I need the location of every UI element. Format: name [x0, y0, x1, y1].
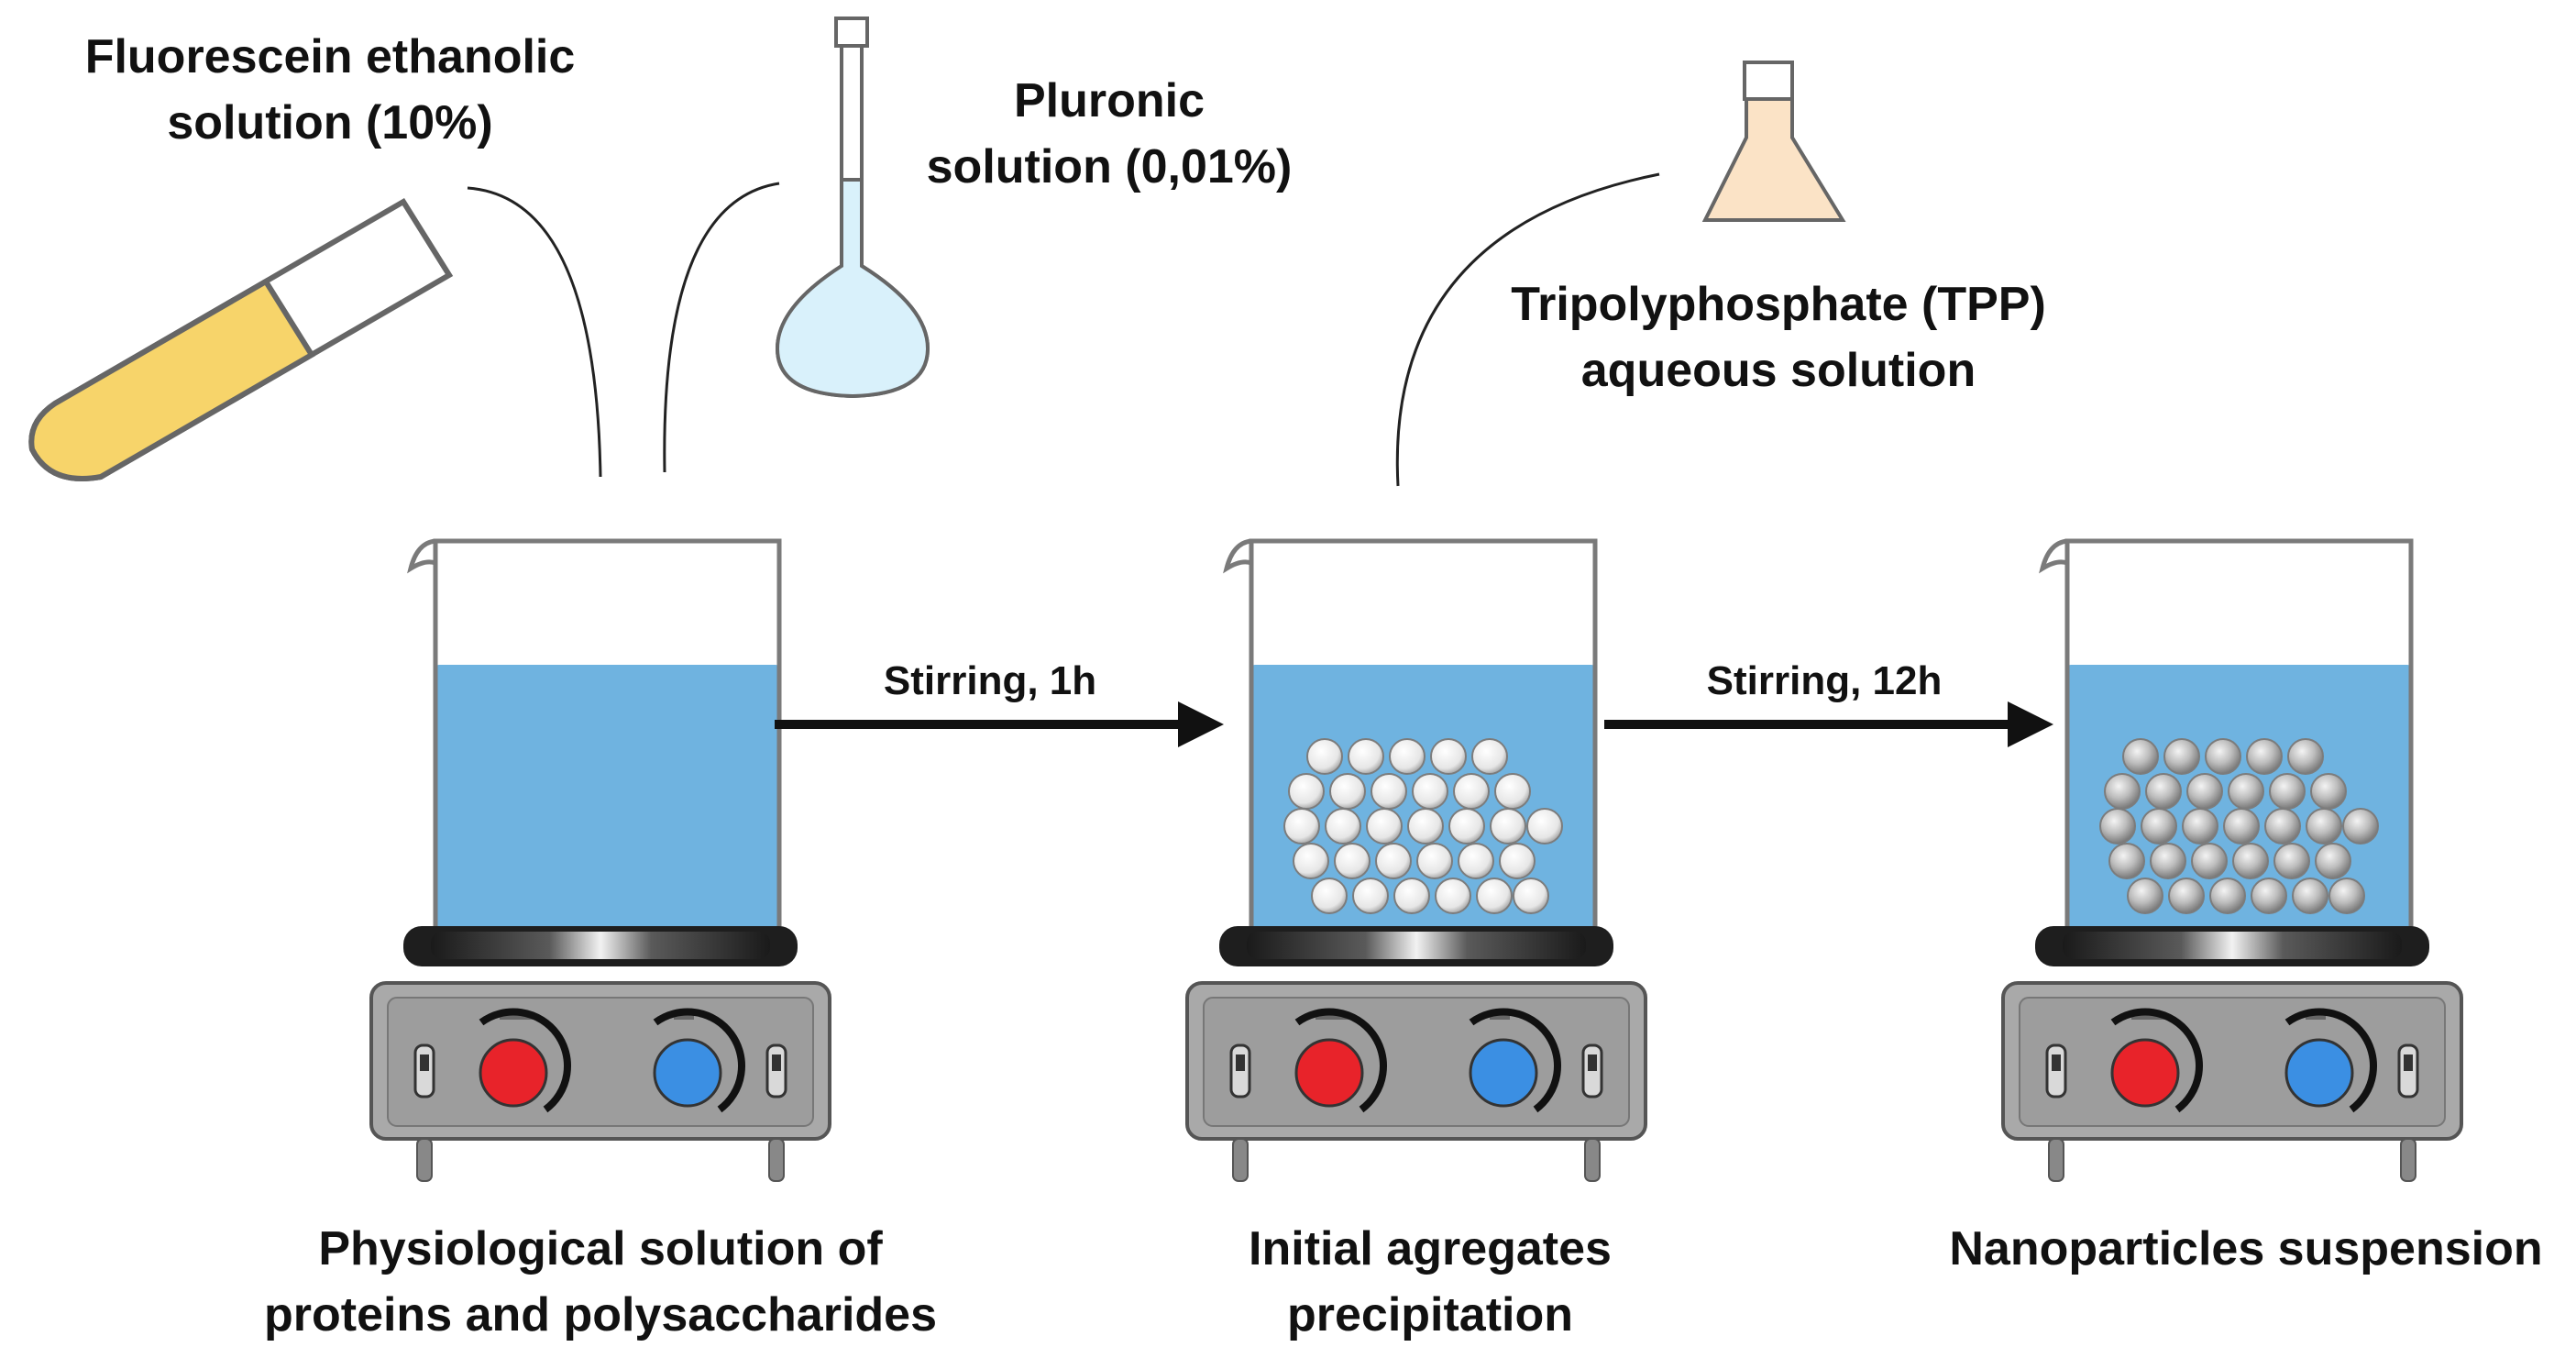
particle	[1306, 738, 1343, 775]
particle	[1393, 878, 1430, 914]
particle	[2209, 878, 2246, 914]
volumetric-flask-pluronic	[775, 17, 930, 399]
erlenmeyer-flask-tpp	[1701, 61, 1846, 222]
particle	[2104, 773, 2141, 810]
particle	[1371, 773, 1407, 810]
particle	[1352, 878, 1389, 914]
particle	[1412, 773, 1448, 810]
aggregate-particles	[1283, 738, 1563, 914]
tpp-curve	[1395, 172, 1660, 487]
label-tpp: Tripolyphosphate (TPP) aqueous solution	[1511, 278, 2046, 397]
particle	[2228, 773, 2264, 810]
temp-knob-icon	[479, 1038, 548, 1108]
hotplate-step3	[2003, 926, 2461, 1181]
test-tube-fluorescein	[28, 197, 454, 481]
particle	[1499, 843, 1536, 879]
particle	[1513, 878, 1549, 914]
particle	[1490, 808, 1526, 845]
label-arrow1: Stirring, 1h	[883, 658, 1097, 703]
particle	[1348, 738, 1384, 775]
particle	[2287, 738, 2324, 775]
particle	[1288, 773, 1325, 810]
particle	[2122, 738, 2159, 775]
temp-knob-icon	[1294, 1038, 1364, 1108]
particle	[2292, 878, 2328, 914]
particle	[2223, 808, 2260, 845]
particle	[2315, 843, 2351, 879]
beaker-step3	[2042, 541, 2411, 955]
particle	[2141, 808, 2177, 845]
particle	[1329, 773, 1366, 810]
rpm-knob-icon	[2284, 1038, 2354, 1108]
particle	[1366, 808, 1403, 845]
particle	[1416, 843, 1453, 879]
pluronic-liquid	[775, 178, 930, 399]
hotplate-step2	[1187, 926, 1646, 1181]
particle	[2127, 878, 2163, 914]
rpm-knob-icon	[1469, 1038, 1538, 1108]
particle	[1389, 738, 1426, 775]
particle	[2145, 773, 2182, 810]
fluorescein-curve	[467, 186, 602, 478]
particle	[2232, 843, 2269, 879]
label-pluronic: Pluronic solution (0,01%)	[926, 74, 1293, 193]
particle	[2310, 773, 2347, 810]
particle	[1334, 843, 1371, 879]
fluorescein-liquid	[28, 277, 316, 481]
particle	[2191, 843, 2228, 879]
nanoparticles	[2099, 738, 2379, 914]
label-step3: Nanoparticles suspension	[1949, 1222, 2543, 1275]
particle	[2182, 808, 2218, 845]
beaker-step2	[1227, 541, 1595, 955]
particle	[1476, 878, 1513, 914]
label-fluorescein: Fluorescein ethanolic solution (10%)	[84, 30, 576, 149]
particle	[2168, 878, 2205, 914]
particle	[1283, 808, 1320, 845]
particle	[1430, 738, 1467, 775]
particle	[2099, 808, 2136, 845]
liquid-step1	[435, 665, 779, 955]
label-arrow2: Stirring, 12h	[1706, 658, 1943, 703]
particle	[2306, 808, 2342, 845]
particle	[2246, 738, 2283, 775]
particle	[1453, 773, 1490, 810]
rpm-knob-icon	[653, 1038, 722, 1108]
temp-knob-icon	[2110, 1038, 2180, 1108]
particle	[1494, 773, 1531, 810]
particle	[1375, 843, 1412, 879]
particle	[2342, 808, 2379, 845]
particle	[2264, 808, 2301, 845]
particle	[2186, 773, 2223, 810]
particle	[2328, 878, 2365, 914]
pluronic-curve	[663, 182, 780, 473]
particle	[1435, 878, 1471, 914]
particle	[2273, 843, 2310, 879]
label-step2: Initial agregates precipitation	[1249, 1222, 1612, 1341]
particle	[1293, 843, 1329, 879]
particle	[2150, 843, 2186, 879]
particle	[1471, 738, 1508, 775]
particle	[1448, 808, 1485, 845]
particle	[1311, 878, 1348, 914]
particle	[2205, 738, 2241, 775]
particle	[2108, 843, 2145, 879]
label-step1: Physiological solution of proteins and p…	[263, 1222, 938, 1341]
particle	[1325, 808, 1361, 845]
particle	[2251, 878, 2287, 914]
particle	[2269, 773, 2306, 810]
tpp-liquid	[1701, 97, 1846, 222]
particle	[2163, 738, 2200, 775]
particle	[1458, 843, 1494, 879]
hotplate-step1	[371, 926, 830, 1181]
particle	[1407, 808, 1444, 845]
beaker-step1	[411, 541, 779, 955]
particle	[1526, 808, 1563, 845]
